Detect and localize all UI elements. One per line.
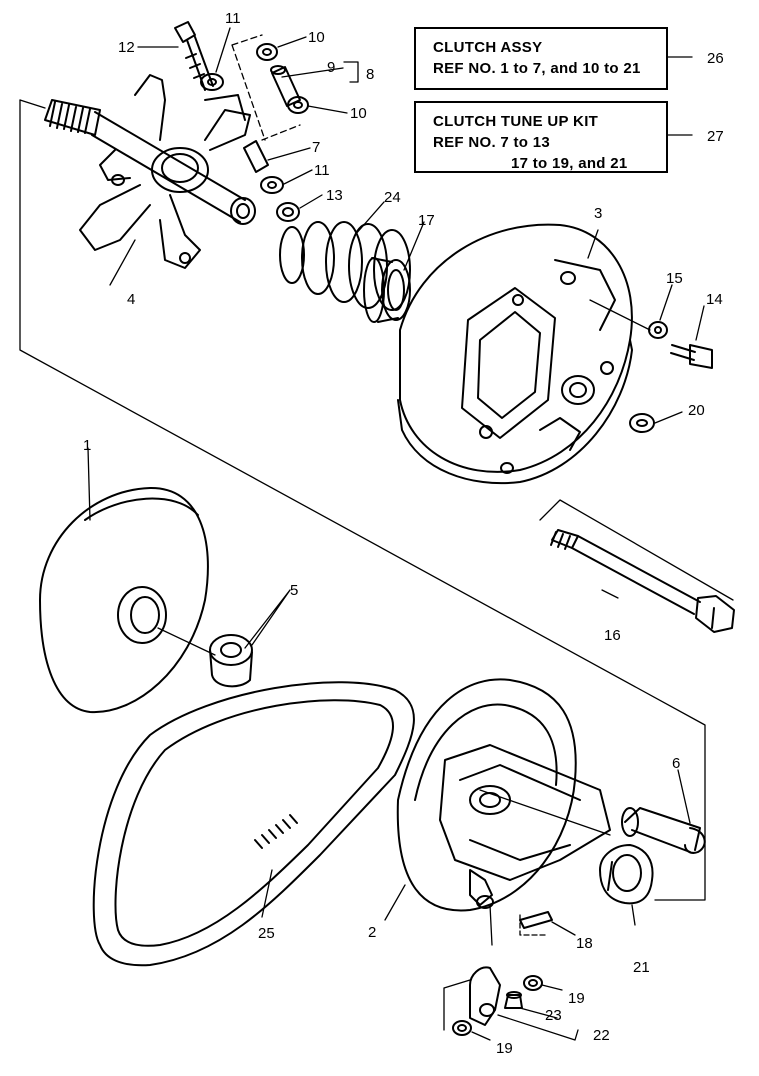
- callout-11: 11: [225, 10, 241, 27]
- note-clutch-tune-up-kit: CLUTCH TUNE UP KIT REF NO. 7 to 13 17 to…: [414, 101, 668, 173]
- callout-15: 15: [666, 270, 683, 287]
- callout-27: 27: [707, 128, 724, 145]
- parts-6-21: [599, 807, 706, 905]
- assembly-outline: [19, 99, 734, 901]
- callout-20: 20: [688, 402, 705, 419]
- callout-16: 16: [604, 627, 621, 644]
- callout-13: 13: [326, 187, 343, 204]
- callout-24: 24: [384, 189, 401, 206]
- leader-lines: [87, 27, 705, 1041]
- note-line: REF NO. 7 to 13: [433, 134, 551, 151]
- note-clutch-assy: CLUTCH ASSY REF NO. 1 to 7, and 10 to 21: [414, 27, 668, 90]
- callout-14: 14: [706, 291, 723, 308]
- callout-1: 1: [83, 437, 91, 454]
- part-25-belt: [92, 681, 415, 967]
- fasteners-14-15-20: [589, 299, 713, 433]
- part-5-buttons: [209, 634, 253, 688]
- callout-17: 17: [418, 212, 435, 229]
- part-2-movable-sheave: [396, 678, 611, 946]
- callout-11: 11: [314, 162, 330, 179]
- note-line: 17 to 19, and 21: [511, 155, 628, 172]
- callout-23: 23: [545, 1007, 562, 1024]
- callout-6: 6: [672, 755, 680, 772]
- small-hardware: [174, 21, 309, 222]
- part-3-cover: [397, 223, 633, 485]
- part-17-bushing: [363, 257, 411, 323]
- callout-26: 26: [707, 50, 724, 67]
- part-24-spring: [279, 221, 411, 311]
- callout-2: 2: [368, 924, 376, 941]
- note-line: CLUTCH TUNE UP KIT: [433, 113, 599, 130]
- callout-25: 25: [258, 925, 275, 942]
- part-16-bolt: [550, 529, 735, 633]
- note-line: CLUTCH ASSY: [433, 39, 543, 56]
- callout-10: 10: [350, 105, 367, 122]
- callout-19: 19: [568, 990, 585, 1007]
- callout-8: 8: [366, 66, 374, 83]
- callout-10: 10: [308, 29, 325, 46]
- part-4-spider: [44, 74, 256, 269]
- part-1-sheave: [39, 486, 216, 714]
- callout-3: 3: [594, 205, 602, 222]
- callout-22: 22: [593, 1027, 610, 1044]
- callout-19: 19: [496, 1040, 513, 1057]
- callout-4: 4: [127, 291, 135, 308]
- lower-hardware: [443, 911, 553, 1036]
- callout-7: 7: [312, 139, 320, 156]
- callout-21: 21: [633, 959, 650, 976]
- callout-5: 5: [290, 582, 298, 599]
- callout-9: 9: [327, 59, 335, 76]
- note-line: REF NO. 1 to 7, and 10 to 21: [433, 60, 641, 77]
- group-brackets: [343, 56, 693, 1041]
- callout-12: 12: [118, 39, 135, 56]
- callout-18: 18: [576, 935, 593, 952]
